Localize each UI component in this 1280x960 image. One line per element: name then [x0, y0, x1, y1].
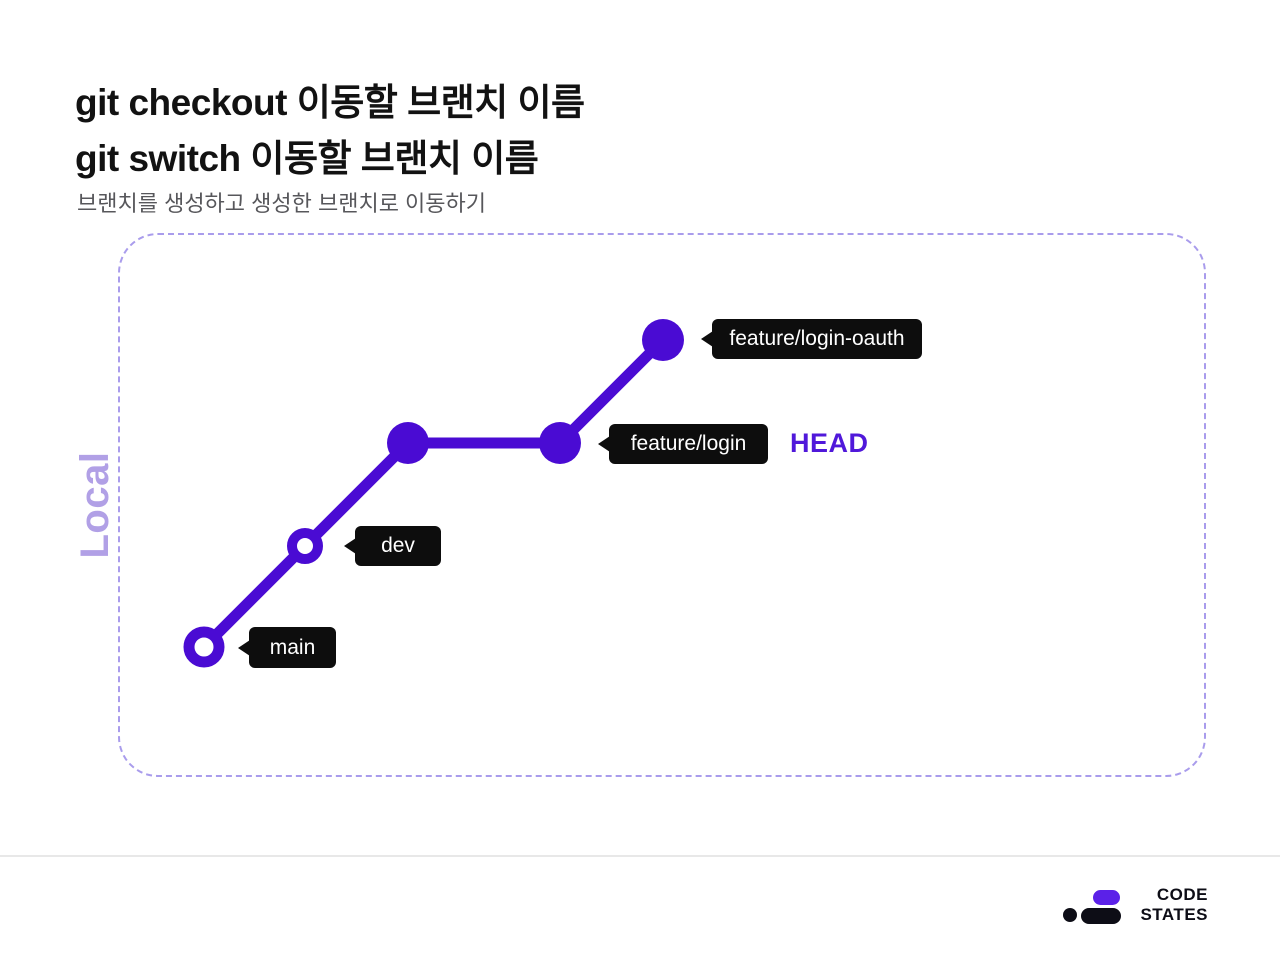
branch-tag-feature-login-oauth: feature/login-oauth — [712, 319, 922, 359]
footer-divider — [0, 855, 1280, 857]
codestates-wordmark-line2: STATES — [1140, 905, 1208, 924]
logo-dark-pill-icon — [1081, 908, 1121, 924]
title-line-1: git checkout 이동할 브랜치 이름 — [75, 82, 585, 123]
head-pointer-label: HEAD — [790, 428, 869, 458]
branch-tag-dev: dev — [355, 526, 441, 566]
branch-tag-feature-login: feature/login — [609, 424, 768, 464]
title-line-2: git switch 이동할 브랜치 이름 — [75, 138, 539, 179]
logo-dot-icon — [1063, 908, 1077, 922]
branch-tag-main: main — [249, 627, 336, 668]
codestates-logo-icon — [1060, 884, 1124, 926]
codestates-logo: CODE STATES — [1060, 884, 1208, 926]
logo-accent-pill-icon — [1093, 890, 1120, 905]
local-region-label: Local — [73, 451, 117, 559]
subtitle: 브랜치를 생성하고 생성한 브랜치로 이동하기 — [77, 191, 487, 216]
codestates-wordmark: CODE STATES — [1124, 885, 1208, 925]
codestates-wordmark-line1: CODE — [1156, 885, 1208, 904]
local-repo-box — [118, 233, 1206, 777]
